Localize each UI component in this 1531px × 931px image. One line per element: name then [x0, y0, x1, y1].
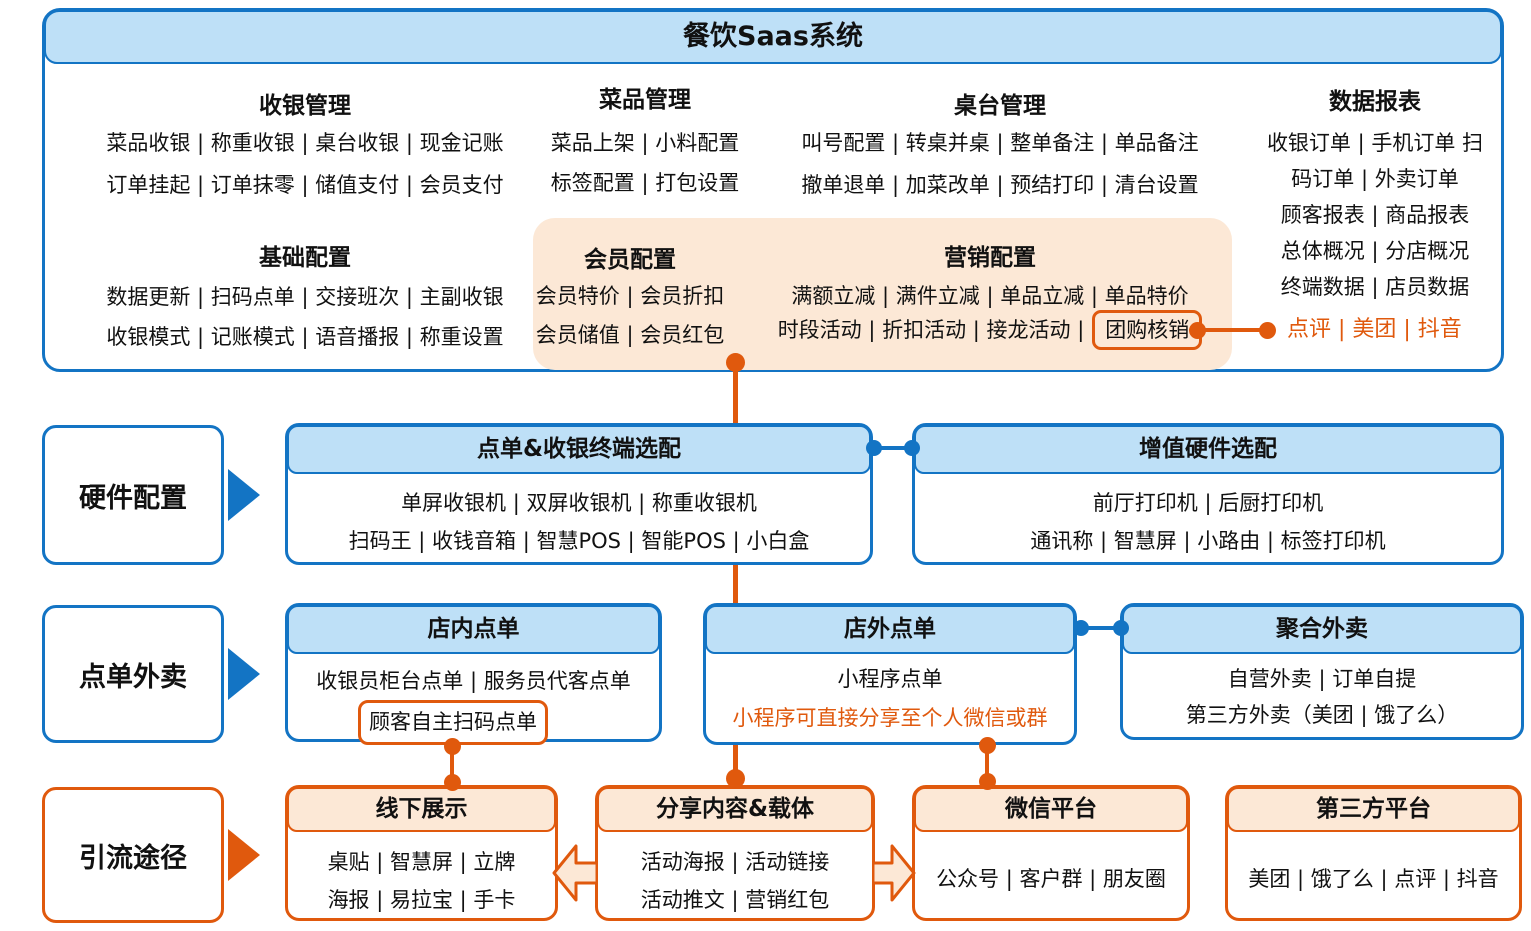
node-instore-title: 店内点单	[287, 605, 660, 654]
node-thirdparty-platform-title: 第三方平台	[1227, 787, 1520, 832]
section-member-line: 会员储值 | 会员红包	[535, 323, 725, 347]
node-delivery-line: 第三方外卖（美团 | 饿了么）	[1185, 703, 1459, 727]
row-label-hardware: 硬件配置	[42, 425, 224, 565]
node-offline-display: 线下展示	[285, 785, 558, 921]
node-addon-line: 前厅打印机 | 后厨打印机	[1092, 491, 1324, 515]
system-title: 餐饮Saas系统	[44, 10, 1502, 64]
node-instore-line: 收银员柜台点单 | 服务员代客点单	[316, 669, 631, 693]
section-marketing-line: 时段活动 | 折扣活动 | 接龙活动 |	[777, 318, 1085, 342]
section-cashier-title: 收银管理	[259, 93, 351, 119]
node-terminal-line: 扫码王 | 收钱音箱 | 智慧POS | 智能POS | 小白盒	[348, 529, 810, 553]
node-terminal-line: 单屏收银机 | 双屏收银机 | 称重收银机	[401, 491, 757, 515]
connector-dot-icon	[1073, 620, 1089, 636]
node-delivery: 聚合外卖	[1120, 603, 1524, 740]
section-basic-line: 数据更新 | 扫码点单 | 交接班次 | 主副收银	[106, 285, 504, 309]
section-dishes-title: 菜品管理	[599, 87, 691, 113]
node-offline-display-title: 线下展示	[287, 787, 556, 832]
section-reports-title: 数据报表	[1329, 89, 1421, 115]
node-share-content-title: 分享内容&载体	[597, 787, 873, 832]
arrow-right-icon	[228, 829, 260, 881]
connector-dot-icon	[444, 738, 461, 755]
section-dishes-line: 菜品上架 | 小料配置	[550, 131, 740, 155]
node-outstore-note: 小程序可直接分享至个人微信或群	[732, 706, 1048, 730]
section-reports-line: 终端数据 | 店员数据	[1280, 275, 1470, 299]
node-share-content: 分享内容&载体	[595, 785, 875, 921]
section-reports-line: 顾客报表 | 商品报表	[1280, 203, 1470, 227]
connector-dot-icon	[904, 440, 920, 456]
node-thirdparty-line: 美团 | 饿了么 | 点评 | 抖音	[1248, 867, 1499, 891]
node-addon-hardware-title: 增值硬件选配	[914, 425, 1502, 474]
node-instore: 店内点单	[285, 603, 662, 742]
connector-dot-icon	[979, 773, 996, 790]
connector-line	[873, 446, 912, 450]
section-dishes-line: 标签配置 | 打包设置	[550, 171, 740, 195]
connector-dot-icon	[726, 769, 745, 788]
section-basic-title: 基础配置	[259, 245, 351, 271]
block-arrow-right-icon	[872, 844, 916, 902]
node-delivery-title: 聚合外卖	[1122, 605, 1522, 654]
section-cashier-line: 订单挂起 | 订单抹零 | 储值支付 | 会员支付	[106, 173, 504, 197]
self-scan-order-tag: 顾客自主扫码点单	[358, 700, 548, 745]
group-buy-verify-tag: 团购核销	[1092, 310, 1203, 350]
node-outstore-title: 店外点单	[705, 605, 1075, 654]
section-reports-line: 收银订单 | 手机订单 扫	[1266, 131, 1484, 155]
connector-line	[1197, 328, 1267, 332]
section-tables-line: 叫号配置 | 转桌并桌 | 整单备注 | 单品备注	[801, 131, 1199, 155]
node-terminal-title: 点单&收银终端选配	[287, 425, 871, 474]
connector-line	[450, 744, 454, 784]
connector-dot-icon	[979, 737, 996, 754]
section-member-line: 会员特价 | 会员折扣	[535, 284, 725, 308]
connector-dot-icon	[1259, 322, 1276, 339]
section-marketing-line: 满额立减 | 满件立减 | 单品立减 | 单品特价	[791, 284, 1189, 308]
section-reports-line: 总体概况 | 分店概况	[1280, 239, 1470, 263]
node-share-line: 活动海报 | 活动链接	[640, 850, 830, 874]
node-delivery-line: 自营外卖 | 订单自提	[1227, 667, 1417, 691]
connector-dot-icon	[726, 353, 745, 372]
node-wechat-platform: 微信平台	[912, 785, 1190, 921]
arrow-right-icon	[228, 469, 260, 521]
block-arrow-left-icon	[552, 844, 598, 902]
connector-line	[1079, 626, 1123, 630]
connector-dot-icon	[444, 774, 461, 791]
section-tables-line: 撤单退单 | 加菜改单 | 预结打印 | 清台设置	[801, 173, 1199, 197]
node-share-line: 活动推文 | 营销红包	[640, 888, 830, 912]
external-platforms-link: 点评 | 美团 | 抖音	[1287, 317, 1462, 342]
connector-line	[985, 744, 989, 782]
section-marketing-title: 营销配置	[944, 245, 1036, 271]
node-offline-line: 海报 | 易拉宝 | 手卡	[327, 888, 516, 912]
section-tables-title: 桌台管理	[954, 93, 1046, 119]
node-thirdparty-platform: 第三方平台	[1225, 785, 1522, 921]
member-marketing-highlight-pane	[533, 218, 1232, 370]
section-reports-line: 码订单 | 外卖订单	[1291, 167, 1459, 191]
connector-dot-icon	[866, 440, 882, 456]
node-offline-line: 桌贴 | 智慧屏 | 立牌	[327, 850, 516, 874]
node-addon-line: 通讯称 | 智慧屏 | 小路由 | 标签打印机	[1030, 529, 1386, 553]
section-cashier-line: 菜品收银 | 称重收银 | 桌台收银 | 现金记账	[106, 131, 504, 155]
row-label-traffic: 引流途径	[42, 787, 224, 923]
spine-line	[733, 362, 738, 779]
section-member-title: 会员配置	[584, 247, 676, 273]
connector-dot-icon	[1189, 322, 1206, 339]
node-wechat-line: 公众号 | 客户群 | 朋友圈	[936, 867, 1166, 891]
node-outstore-line: 小程序点单	[837, 667, 943, 691]
connector-dot-icon	[1113, 620, 1129, 636]
section-basic-line: 收银模式 | 记账模式 | 语音播报 | 称重设置	[106, 325, 504, 349]
arrow-right-icon	[228, 648, 260, 700]
node-outstore: 店外点单	[703, 603, 1077, 745]
row-label-ordering: 点单外卖	[42, 605, 224, 743]
node-wechat-platform-title: 微信平台	[914, 787, 1188, 832]
node-addon-hardware: 增值硬件选配	[912, 423, 1504, 565]
